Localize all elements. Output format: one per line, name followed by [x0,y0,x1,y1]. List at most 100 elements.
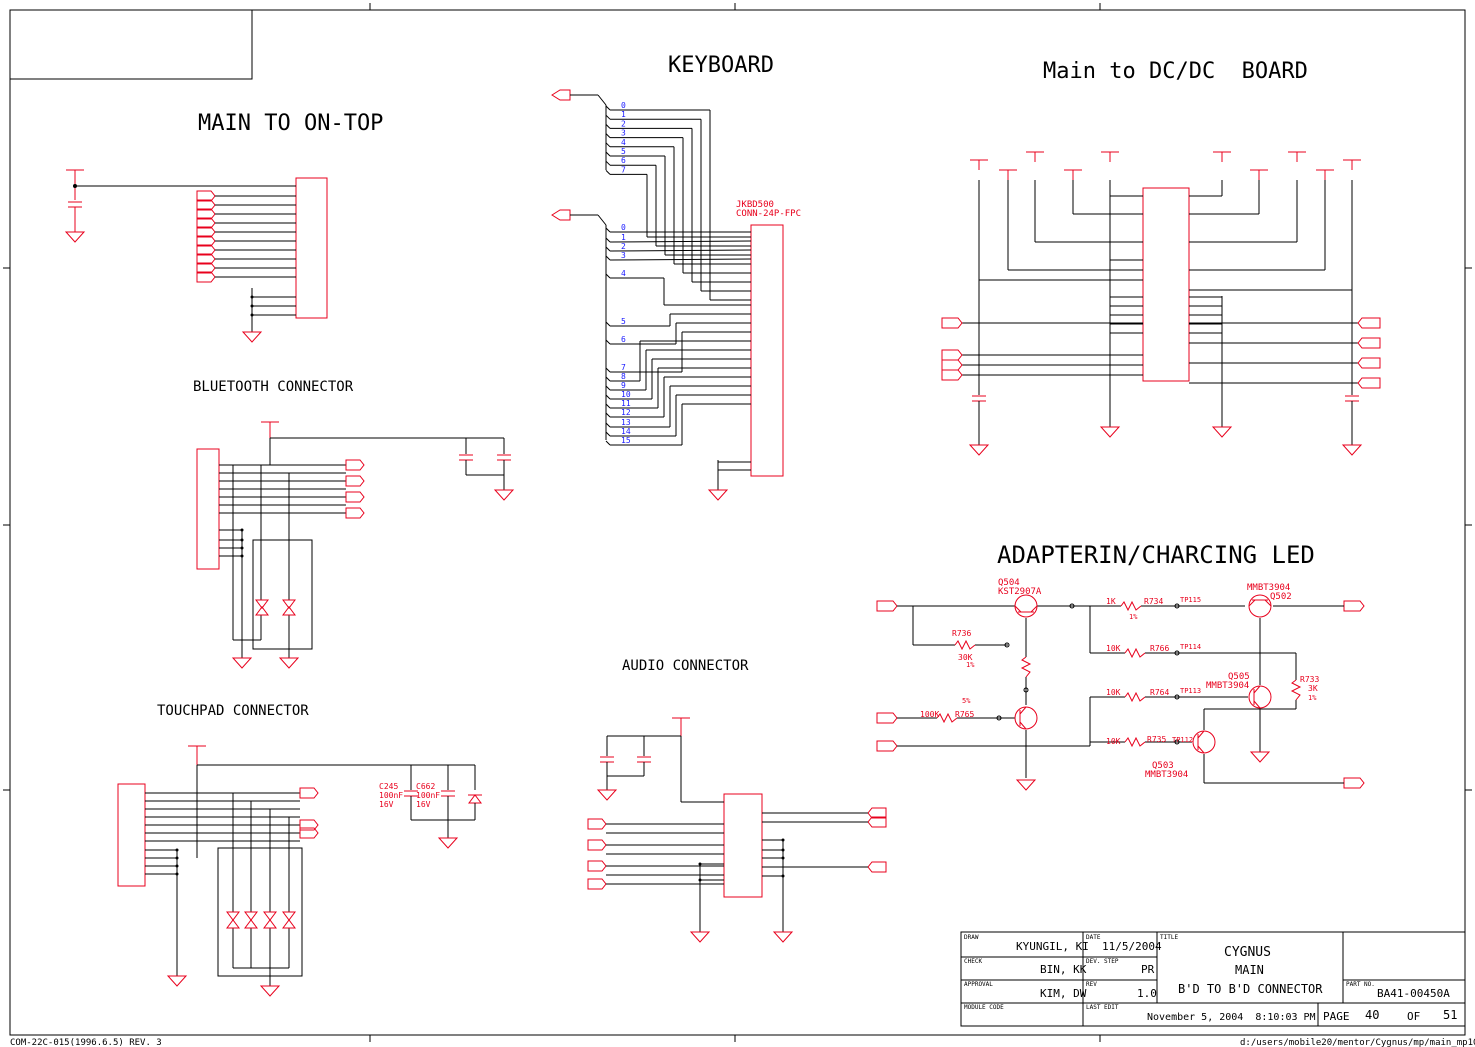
port-icon [196,253,216,265]
page-value: 40 [1365,1008,1379,1022]
last-edit-value: November 5, 2004 8:10:03 PM [1147,1012,1316,1023]
c245-ref: C245 [379,782,398,791]
tp-connector [117,783,146,887]
ground-icon [707,489,729,501]
dcdc-circuit [941,151,1381,456]
last-edit-label: LAST EDIT [1086,1004,1119,1011]
dcdc-ports-right [1357,317,1381,389]
port-icon [196,217,216,229]
draw-label: DRAW [964,934,979,941]
r734-tol: 1% [1129,613,1138,621]
ground-icon [278,657,300,669]
kbd-bus2-pin: 3 [621,251,626,260]
kbd-bus2-pin: 5 [621,317,626,326]
part-no-value: BA41-00450A [1377,987,1450,1000]
ground-icon [1099,426,1121,438]
ground-icon [437,837,459,849]
r734-ref: R734 [1144,597,1163,606]
ground-icon [1341,444,1363,456]
kbd-bus2-pin: 9 [621,381,626,390]
ground-icon [241,331,263,343]
r736-tol: 1% [966,661,975,669]
title-line3: B'D TO B'D CONNECTOR [1178,982,1323,996]
kbd-bus2-pin: 1 [621,233,626,242]
port-icon [876,740,898,752]
kbd-bus1-pin: 2 [621,119,626,128]
bt-tvs-box [252,539,313,650]
port-icon [345,475,365,487]
title-line2: MAIN [1235,963,1264,977]
date-label: DATE [1086,934,1101,941]
r733-ref: R733 [1300,675,1319,684]
q504-ref: Q504 [998,578,1020,588]
kbd-bus2-pin: 12 [621,408,631,417]
form-code: COM-22C-015(1996.6.5) REV. 3 [10,1038,162,1047]
ground-icon [1249,751,1271,763]
bt-connector [196,448,220,570]
section-title-keyboard: KEYBOARD [668,53,774,78]
port-icon [345,507,365,519]
module-code-label: MODULE CODE [964,1004,1004,1011]
tvs-diode-icon [226,911,240,921]
r735-val: 10K [1106,737,1121,746]
section-title-touchpad: TOUCHPAD CONNECTOR [157,703,309,719]
r735-ref: R735 [1147,735,1166,744]
ground-icon [1211,426,1233,438]
kbd-bus2-pin: 4 [621,269,626,278]
ground-icon [166,975,188,987]
r764-ref: R764 [1150,688,1169,697]
r736-ref: R736 [952,629,971,638]
port-icon [1343,600,1365,612]
r765-val: 100K [920,710,939,719]
tvs-diode-icon [263,911,277,921]
ontop-connector [295,177,328,319]
date-value: 11/5/2004 [1102,940,1162,953]
q505-part: MMBT3904 [1206,681,1249,691]
kbd-bus1-pin: 1 [621,110,626,119]
port-icon [299,787,319,799]
port-icon [587,878,607,890]
led-circuit: Q504 KST2907A MMBT3904 Q502 Q505 MMBT390… [876,578,1365,791]
tp-tvs-box [217,847,303,977]
ground-icon [1015,779,1037,791]
of-value: 51 [1443,1008,1457,1022]
r733-tol: 1% [1308,694,1317,702]
tp114-label: TP114 [1180,643,1201,651]
kbd-connector [750,224,784,477]
c662-ref: C662 [416,782,435,791]
port-icon [196,262,216,274]
approval-value: KIM, DW [1040,987,1087,1000]
kbd-conn-ref: JKBD500 [736,200,774,210]
rev-value: 1.0 [1137,987,1157,1000]
port-icon [587,860,607,872]
ground-icon [493,489,515,501]
kbd-bus2-pin: 2 [621,242,626,251]
c662-volt: 16V [416,800,431,809]
r766-ref: R766 [1150,644,1169,653]
port-icon [196,271,216,283]
port-icon [299,827,319,839]
kbd-bus2-pin: 13 [621,418,631,427]
kbd-bus1-pin: 7 [621,165,626,174]
rev-label: REV [1086,981,1097,988]
port-icon [196,208,216,220]
kbd-conn-part: CONN-24P-FPC [736,209,801,219]
sheet-border [9,9,1466,1036]
check-value: BIN, KK [1040,963,1087,976]
kbd-bus2-pin: 15 [621,436,631,445]
ground-icon [231,657,253,669]
q502-part: MMBT3904 [1247,583,1290,593]
r734-val: 1K [1106,597,1116,606]
port-icon [196,244,216,256]
adapter-in-port [876,600,898,612]
file-path: d:/users/mobile20/mentor/Cygnus/mp/main_… [1240,1038,1475,1047]
kbd-bus1-pin: 3 [621,129,626,138]
logo-box [9,9,253,80]
of-label: OF [1407,1010,1420,1023]
port-icon [587,839,607,851]
ontop-circuit [64,169,328,343]
tvs-diode-icon [263,919,277,929]
kbd-bus1-port [551,89,571,101]
